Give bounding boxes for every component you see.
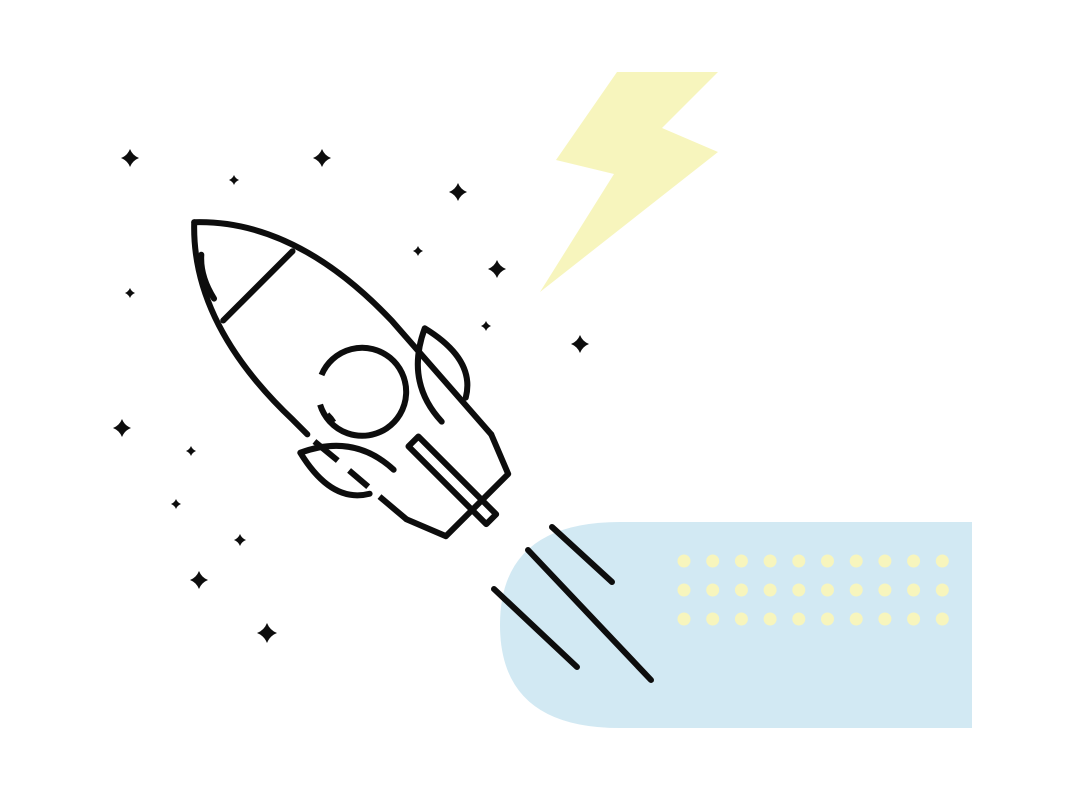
band-dot <box>706 554 720 568</box>
exhaust-speed-line <box>491 586 580 670</box>
rocket-body-left-dashed-3 <box>377 494 409 522</box>
exhaust-speed-line <box>549 524 615 585</box>
band-dot <box>878 583 892 597</box>
lightning-bolt-icon <box>540 72 718 292</box>
rocket-nose-band <box>220 248 296 324</box>
rocket-nozzle <box>403 431 512 540</box>
band-dot <box>792 583 806 597</box>
sparkle-star-icon <box>125 288 135 298</box>
band-dot <box>849 583 863 597</box>
band-dot <box>792 554 806 568</box>
band-dot <box>907 554 921 568</box>
exhaust-lines <box>491 524 654 683</box>
rocket-center-rod <box>405 433 500 528</box>
sparkle-star-icon <box>481 321 491 331</box>
rocket-fin-lower <box>297 442 397 499</box>
sparkle-star-icon <box>413 246 423 256</box>
band-dot <box>734 612 748 626</box>
band-dot <box>763 554 777 568</box>
rocket-fin-upper <box>414 325 471 425</box>
band-dot <box>878 612 892 626</box>
rocket-window-gap <box>325 412 337 425</box>
band-dot <box>935 554 949 568</box>
exhaust-band <box>500 522 972 728</box>
band-dot <box>907 612 921 626</box>
band-dot <box>849 554 863 568</box>
band-dot <box>706 612 720 626</box>
band-dot <box>821 554 834 568</box>
sparkle-star-icon <box>186 446 196 456</box>
exhaust-speed-line <box>525 547 654 683</box>
dot-grid <box>677 554 949 626</box>
rocket-body-left-top <box>191 219 311 438</box>
band-dot <box>935 612 949 626</box>
stars <box>113 149 589 643</box>
band-dot <box>763 612 777 626</box>
band-dot <box>734 554 748 568</box>
band-dot <box>821 583 834 597</box>
sparkle-star-icon <box>113 419 131 437</box>
sparkle-star-icon <box>449 183 467 201</box>
band-dot <box>935 583 949 597</box>
band-dot <box>849 612 863 626</box>
rocket-body-left-dashed <box>312 439 340 463</box>
band-dot <box>677 554 691 568</box>
rocket-window <box>317 344 410 439</box>
sparkle-star-icon <box>234 534 246 546</box>
sparkle-star-icon <box>190 571 208 589</box>
band-dot <box>763 583 777 597</box>
rocket-body <box>191 219 495 438</box>
sparkle-star-icon <box>313 149 331 167</box>
rocket-icon <box>191 219 512 540</box>
band-dot <box>821 612 834 626</box>
rocket-nose-highlight <box>198 251 218 302</box>
band-dot <box>734 583 748 597</box>
band-dot <box>907 583 921 597</box>
band-dot <box>878 554 892 568</box>
band-dot <box>792 612 806 626</box>
sparkle-star-icon <box>257 623 277 643</box>
band-dot <box>706 583 720 597</box>
sparkle-star-icon <box>488 260 506 278</box>
sparkle-star-icon <box>571 335 589 353</box>
rocket-body-left-dashed-2 <box>347 468 371 489</box>
sparkle-star-icon <box>121 149 139 167</box>
sparkle-star-icon <box>229 175 239 185</box>
band-dot <box>677 583 691 597</box>
sparkle-star-icon <box>171 499 181 509</box>
band-dot <box>677 612 691 626</box>
